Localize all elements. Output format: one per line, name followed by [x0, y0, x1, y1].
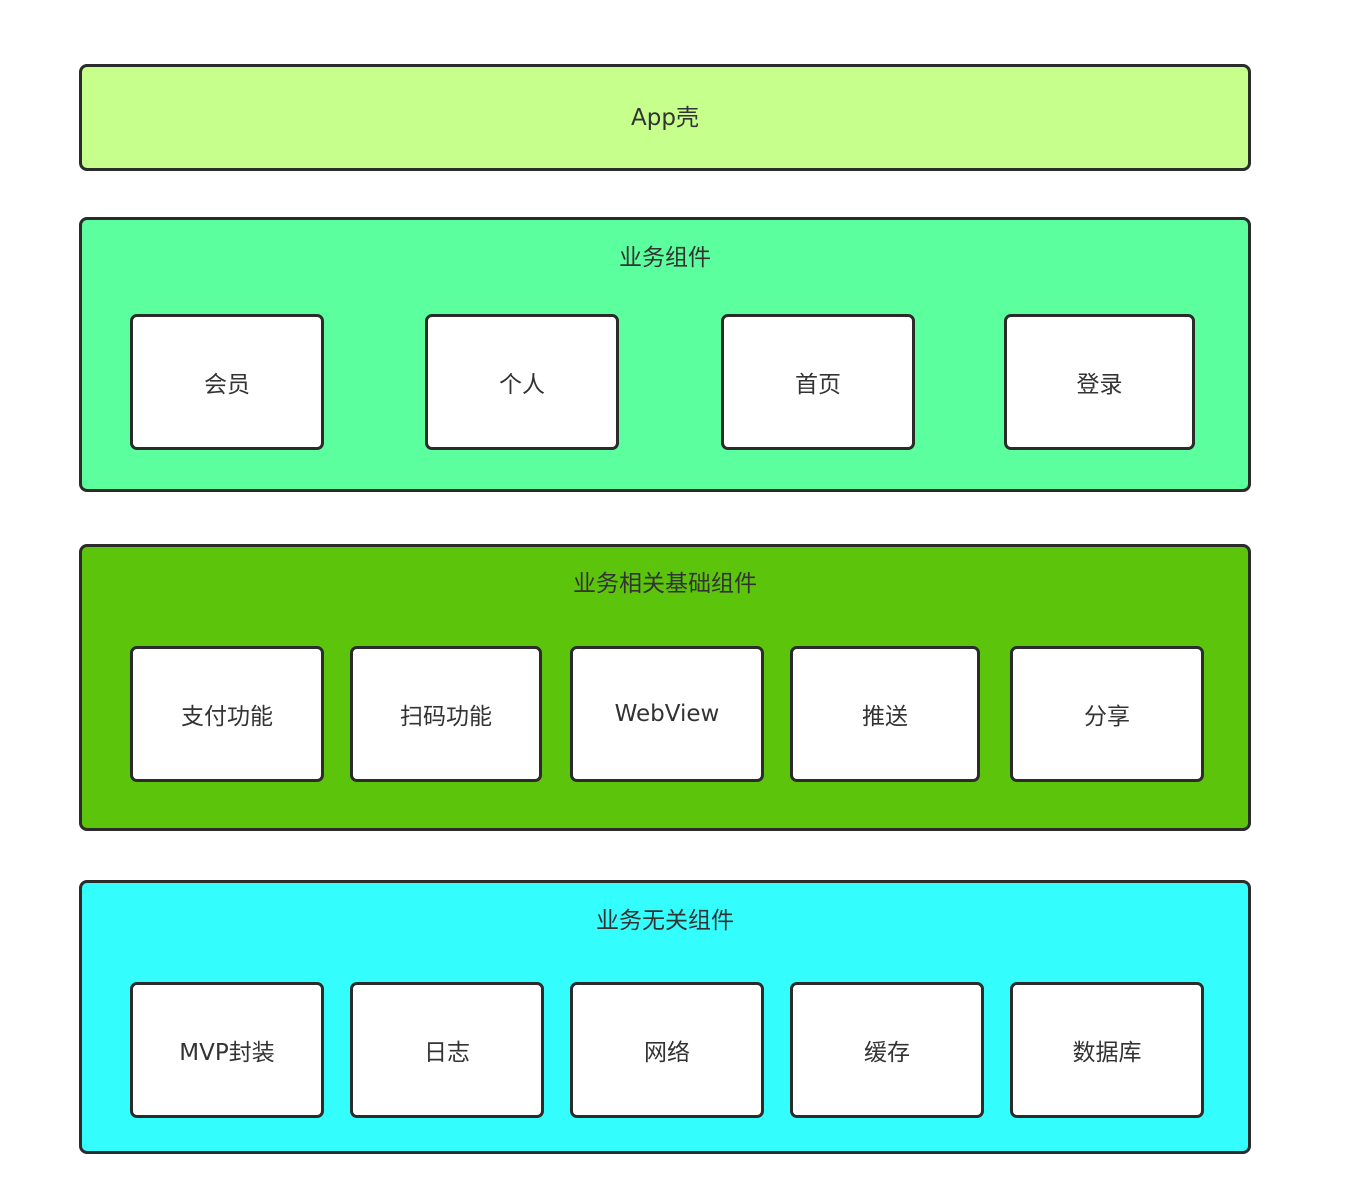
component-box-share: 分享 [1010, 646, 1204, 782]
component-box-webview: WebView [570, 646, 764, 782]
component-box-push: 推送 [790, 646, 980, 782]
layer-business-related-base-components: 业务相关基础组件 支付功能 扫码功能 WebView 推送 分享 [79, 544, 1251, 831]
component-box-network: 网络 [570, 982, 764, 1118]
component-box-member: 会员 [130, 314, 324, 450]
layer-title-business-related-base-components: 业务相关基础组件 [573, 571, 757, 597]
component-box-database: 数据库 [1010, 982, 1204, 1118]
component-box-qr-scan: 扫码功能 [350, 646, 542, 782]
component-box-login: 登录 [1004, 314, 1195, 450]
component-box-home: 首页 [721, 314, 915, 450]
component-box-mvp: MVP封装 [130, 982, 324, 1118]
layer-title-app-shell: App壳 [631, 104, 699, 131]
component-box-payment: 支付功能 [130, 646, 324, 782]
layer-app-shell: App壳 [79, 64, 1251, 171]
component-box-log: 日志 [350, 982, 544, 1118]
component-box-personal: 个人 [425, 314, 619, 450]
layer-business-agnostic-components: 业务无关组件 MVP封装 日志 网络 缓存 数据库 [79, 880, 1251, 1154]
layer-title-business-components: 业务组件 [619, 245, 711, 271]
layer-business-components: 业务组件 会员 个人 首页 登录 [79, 217, 1251, 492]
layer-title-business-agnostic-components: 业务无关组件 [596, 908, 734, 934]
component-box-cache: 缓存 [790, 982, 984, 1118]
